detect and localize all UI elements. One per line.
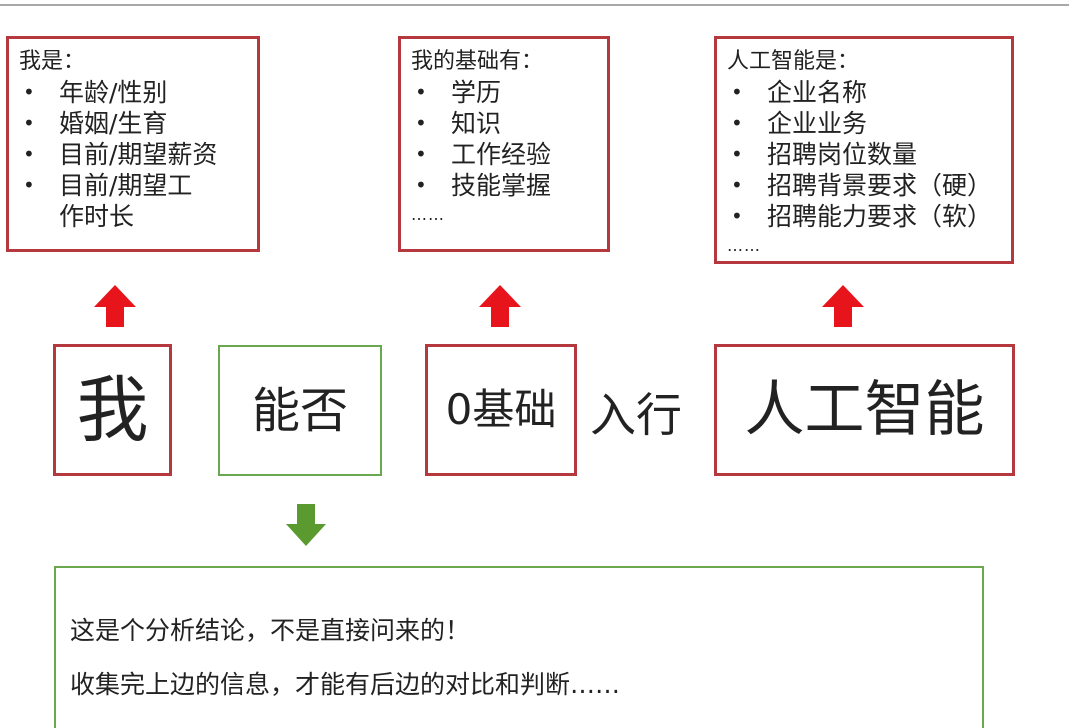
word-zero-base: 0基础 [445,385,557,434]
list-item: 工作经验 [411,139,597,170]
list-item: 目前/期望工作时长 [19,170,209,232]
conclusion-box: 这是个分析结论，不是直接问来的！ 收集完上边的信息，才能有后边的对比和判断…… [54,566,984,728]
up-arrow-icon [94,285,136,327]
word-enter-industry: 入行 [590,388,682,442]
conclusion-line-2: 收集完上边的信息，才能有后边的对比和判断…… [70,670,621,699]
ai-info-title: 人工智能是： [727,49,860,74]
foundation-info-title: 我的基础有： [411,49,544,74]
word-can: 能否 [251,382,348,439]
word-box-ai: 人工智能 [714,344,1015,476]
list-item: 技能掌握 [411,170,597,201]
list-item: 婚姻/生育 [19,108,247,139]
down-arrow-icon [286,504,326,546]
ai-info-list: 企业名称 企业业务 招聘岗位数量 招聘背景要求（硬） 招聘能力要求（软） [727,77,1001,232]
me-info-title: 我是： [19,49,86,74]
list-item: 企业名称 [727,77,1001,108]
word-box-me: 我 [53,344,172,476]
list-item: 招聘背景要求（硬） [727,170,1001,201]
word-ai: 人工智能 [744,375,985,445]
list-item: 学历 [411,77,597,108]
list-item: 年龄/性别 [19,77,247,108]
up-arrow-icon [822,285,864,327]
list-item: 企业业务 [727,108,1001,139]
list-item: 目前/期望薪资 [19,139,247,170]
me-info-box: 我是： 年龄/性别 婚姻/生育 目前/期望薪资 目前/期望工作时长 [6,36,260,252]
conclusion-line-1: 这是个分析结论，不是直接问来的！ [70,616,471,645]
word-box-zero-base: 0基础 [425,344,577,476]
list-item: 招聘能力要求（软） [727,201,1001,232]
up-arrow-icon [479,285,521,327]
ai-ellipsis: …… [727,236,761,255]
foundation-ellipsis: …… [411,205,445,224]
list-item: 招聘岗位数量 [727,139,1001,170]
ai-info-box: 人工智能是： 企业名称 企业业务 招聘岗位数量 招聘背景要求（硬） 招聘能力要求… [714,36,1014,264]
top-divider [0,4,1069,6]
word-me: 我 [76,368,149,452]
foundation-info-list: 学历 知识 工作经验 技能掌握 [411,77,597,201]
me-info-list: 年龄/性别 婚姻/生育 目前/期望薪资 目前/期望工作时长 [19,77,247,232]
word-box-can: 能否 [218,345,382,476]
foundation-info-box: 我的基础有： 学历 知识 工作经验 技能掌握 …… [398,36,610,252]
list-item: 知识 [411,108,597,139]
